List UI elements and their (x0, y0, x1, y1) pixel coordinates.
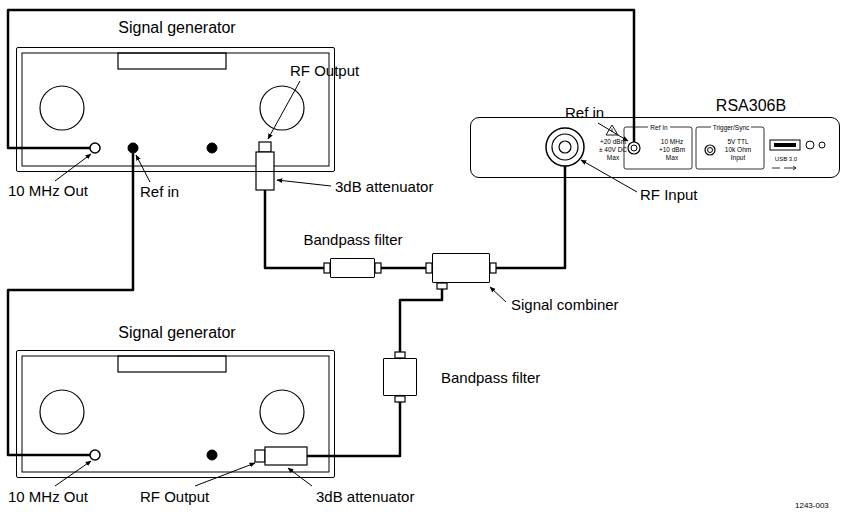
ref-in-connector (628, 142, 640, 154)
attenuator (256, 152, 274, 190)
trigger-frame (696, 127, 764, 169)
panel-text: USB 3.0 (775, 156, 797, 164)
display-window (118, 356, 226, 372)
callout-label: 3dB attenuator (335, 178, 433, 197)
cable-stub (132, 153, 135, 172)
trigger-connector (705, 145, 715, 155)
rf-input-connector (559, 141, 571, 153)
signal-combiner: Signal combiner (432, 253, 490, 283)
generator-heading: Signal generator (118, 18, 235, 38)
leader-line (288, 468, 312, 486)
generator-panel (16, 53, 329, 190)
component-label: Bandpass filter (441, 369, 540, 388)
panel-text: Ref In (648, 124, 669, 132)
leader-line (55, 461, 91, 486)
leader-line (581, 160, 637, 192)
rf-output-connector (255, 450, 265, 462)
status-led (806, 141, 814, 149)
signal-generator: Signal generator (16, 350, 335, 478)
callout-label: RF Input (640, 186, 698, 205)
callout-label: RF Output (290, 62, 359, 81)
attenuator (265, 447, 307, 465)
cable (400, 283, 442, 358)
jack (207, 143, 217, 153)
cable (8, 10, 634, 148)
knob (260, 86, 304, 130)
usb-symbol (772, 166, 796, 170)
leader-line (268, 81, 300, 139)
cable-group (8, 10, 634, 456)
callout-label: Ref in (140, 183, 179, 202)
knob (40, 86, 84, 130)
device-heading: RSA306B (716, 96, 786, 116)
leader-line (490, 287, 506, 302)
bandpass-filter: Bandpass filter (330, 258, 375, 278)
callout-label: RF Output (140, 488, 209, 507)
cable-stub (633, 117, 636, 142)
cable-stub (564, 166, 567, 178)
rf-input-connector (546, 128, 584, 166)
usb-port (770, 140, 800, 150)
cable (375, 267, 432, 270)
cable (8, 172, 133, 455)
status-led (819, 142, 825, 148)
bandpass-filter: Bandpass filter (383, 358, 417, 396)
panel-text: +20 dBm ± 40V DC Max (598, 138, 628, 162)
filter-port (375, 263, 381, 273)
generator-panel (16, 356, 335, 472)
spectrum-analyzer: RSA306B+20 dBm ± 40V DC MaxRef In10 MHz … (470, 117, 840, 178)
generator-heading: Signal generator (118, 323, 235, 343)
leader-line (277, 180, 331, 186)
callout-label: 3dB attenuator (316, 488, 414, 507)
combiner-port (490, 263, 496, 273)
knob (40, 390, 84, 434)
ref-in-connector (631, 145, 637, 151)
callout-label: Ref in (565, 104, 604, 123)
rf-output-connector (259, 142, 271, 152)
display-window (118, 53, 226, 69)
leader-line (136, 155, 150, 182)
cable (490, 178, 565, 268)
cable-stub (307, 455, 335, 458)
knob (260, 390, 304, 434)
panel-text: Trigger/Sync (711, 124, 752, 132)
component-label: Signal combiner (511, 296, 619, 315)
callout-label: 10 MHz Out (8, 182, 88, 201)
leader-lines (55, 81, 637, 486)
panel-text: 5V TTL 10k Ohm Input (723, 138, 753, 162)
trigger-connector (708, 148, 713, 153)
combiner-port (437, 283, 447, 289)
component-label: Bandpass filter (303, 231, 402, 250)
ref-in-jack (128, 143, 138, 153)
ref-out-jack (90, 450, 100, 460)
usb-port (774, 143, 796, 147)
signal-generator: Signal generator (16, 47, 335, 172)
filter-port (395, 396, 405, 402)
ref-in-frame (624, 127, 692, 169)
callout-label: 10 MHz Out (8, 488, 88, 507)
rf-input-connector (552, 134, 578, 160)
figure-number: 1243-003 (795, 501, 829, 511)
leader-line (195, 463, 255, 486)
cable-stub (16, 454, 90, 457)
jack (207, 450, 217, 460)
ref-out-jack (90, 143, 100, 153)
cable (265, 172, 330, 268)
panel-text: 10 MHz +10 dBm Max (657, 138, 687, 162)
cable (335, 396, 400, 456)
cable-stub (16, 147, 90, 150)
leader-line (55, 154, 91, 181)
analyzer-panel (546, 117, 825, 178)
